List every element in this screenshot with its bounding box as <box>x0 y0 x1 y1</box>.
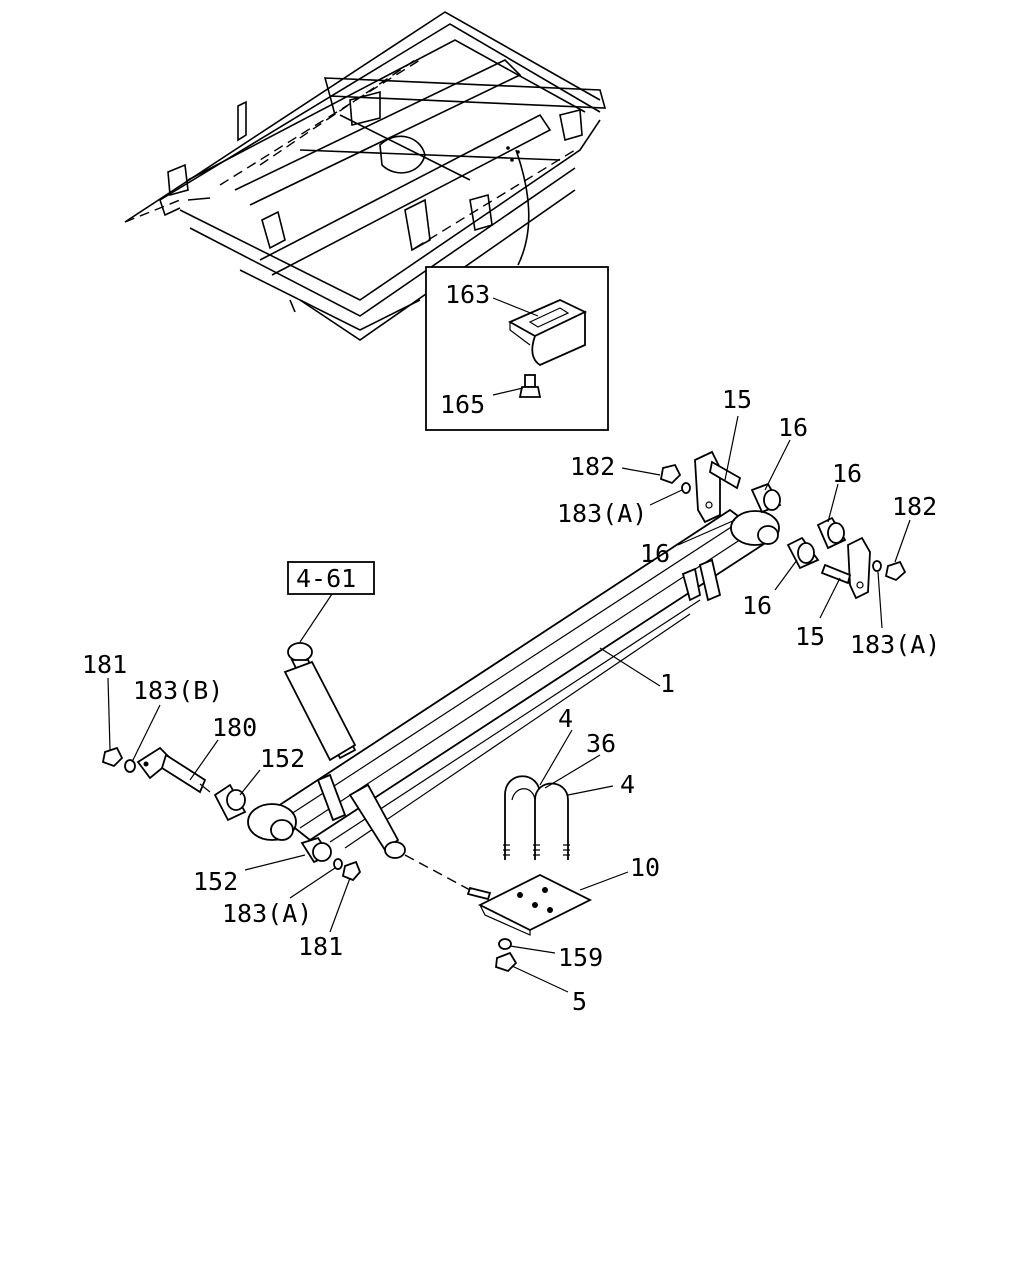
nut-181-top <box>101 746 124 768</box>
callout-4-a: 4 <box>558 704 573 733</box>
bolt-165 <box>518 374 542 398</box>
callout-16-a: 16 <box>778 413 808 442</box>
callout-183a-top: 183(A) <box>557 499 647 528</box>
washer-183a-left <box>333 858 343 870</box>
leader-lines <box>107 415 911 993</box>
reference-4-61: 4-61 <box>296 564 356 593</box>
callout-183b: 183(B) <box>133 676 223 705</box>
callout-152-a: 152 <box>260 744 305 773</box>
callout-10: 10 <box>630 853 660 882</box>
washer-159 <box>498 938 512 950</box>
callout-180: 180 <box>212 713 257 742</box>
callout-labels: 15 16 182 16 182 183(A) 16 16 15 183(A) … <box>82 385 940 1016</box>
washer-183b <box>124 759 136 773</box>
chassis-frame <box>124 11 607 341</box>
callout-1: 1 <box>660 669 675 698</box>
washer-183a-right <box>872 560 882 572</box>
nut-5 <box>495 951 518 973</box>
reference-box <box>287 561 375 595</box>
rear-hardware <box>659 450 907 600</box>
shackle-15-top <box>694 450 721 524</box>
callout-181-top: 181 <box>82 650 127 679</box>
callout-159: 159 <box>558 943 603 972</box>
callout-183a-right: 183(A) <box>850 630 940 659</box>
callout-5: 5 <box>572 987 587 1016</box>
callout-182-a: 182 <box>570 452 615 481</box>
callout-163: 163 <box>445 280 490 309</box>
detail-box: 163 165 <box>425 266 609 431</box>
bump-stopper-163 <box>507 299 588 367</box>
callout-4-b: 4 <box>620 770 635 799</box>
callout-16-c: 16 <box>640 539 670 568</box>
nut-182-top <box>659 463 682 485</box>
nut-182-right <box>884 560 907 582</box>
shock-absorber <box>283 642 471 891</box>
shackle-15-right <box>847 536 871 600</box>
nut-181-bottom <box>341 860 362 882</box>
callout-182-b: 182 <box>892 492 937 521</box>
leaf-spring-1 <box>247 508 780 849</box>
callout-181-bottom: 181 <box>298 932 343 961</box>
callout-152-b: 152 <box>193 867 238 896</box>
callout-183a-left: 183(A) <box>222 899 312 928</box>
u-bolt-4-rear <box>534 782 569 860</box>
u-bolt-assembly <box>466 775 593 973</box>
callout-36: 36 <box>586 729 616 758</box>
callout-15-bottom: 15 <box>795 622 825 651</box>
callout-16-d: 16 <box>742 591 772 620</box>
callout-15-top: 15 <box>722 385 752 414</box>
callout-165: 165 <box>440 390 485 419</box>
washer-183a-top <box>681 482 691 494</box>
callout-16-b: 16 <box>832 459 862 488</box>
front-hardware <box>101 746 362 882</box>
